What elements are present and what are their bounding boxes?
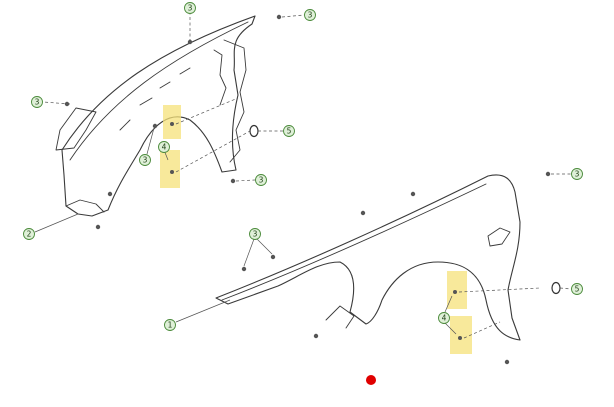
fender-left-assembly xyxy=(55,15,256,217)
bolt-icon xyxy=(95,224,101,230)
bolt-icon xyxy=(152,123,158,129)
callout-3-center: 3 xyxy=(255,174,267,186)
callout-4-upper: 4 xyxy=(158,141,170,153)
fender-left-bracket xyxy=(223,39,247,163)
callout-5-upper: 5 xyxy=(283,125,295,137)
fender-left-front-flange xyxy=(55,107,97,151)
highlight-box xyxy=(450,316,472,354)
fender-right-lower-bracket xyxy=(325,305,355,329)
fender-right-side-marker xyxy=(487,227,511,247)
clip-icon xyxy=(453,290,457,294)
bolt-icon xyxy=(504,359,510,365)
leader-lines xyxy=(42,14,572,339)
callout-label: 3 xyxy=(35,98,40,107)
fender-left-clip-row xyxy=(119,67,191,131)
red-marker-dot xyxy=(366,375,376,385)
callout-label: 3 xyxy=(253,230,258,239)
callout-label: 5 xyxy=(287,127,292,136)
fender-left-body xyxy=(61,15,256,217)
bolt-icon xyxy=(276,14,282,20)
bolt-icon xyxy=(360,210,366,216)
callout-2: 2 xyxy=(23,228,35,240)
callout-label: 3 xyxy=(308,11,313,20)
clip-icon xyxy=(170,122,174,126)
callout-3-top: 3 xyxy=(184,2,196,14)
bolt-icon xyxy=(545,171,551,177)
bolt-icon xyxy=(230,178,236,184)
highlight-boxes xyxy=(160,105,472,354)
highlight-box xyxy=(447,271,467,309)
fender-left-edge-line xyxy=(69,21,249,161)
callout-label: 3 xyxy=(143,156,148,165)
fender-left-lower-edge xyxy=(65,199,105,213)
fender-right-body xyxy=(215,174,521,341)
callout-3-lower: 3 xyxy=(249,228,261,240)
highlight-box xyxy=(160,150,180,188)
callout-label: 3 xyxy=(259,176,264,185)
callout-3-left: 3 xyxy=(31,96,43,108)
bolt-icon xyxy=(241,266,247,272)
callout-label: 3 xyxy=(575,170,580,179)
fender-right-assembly xyxy=(215,174,521,341)
clip-icon xyxy=(170,170,174,174)
grommet-icon xyxy=(551,281,561,295)
callout-3-mid: 3 xyxy=(139,154,151,166)
callout-label: 3 xyxy=(188,4,193,13)
callout-1: 1 xyxy=(164,319,176,331)
bolt-icon xyxy=(270,254,276,260)
bolt-icon xyxy=(410,191,416,197)
callout-label: 2 xyxy=(27,230,32,239)
callout-label: 1 xyxy=(168,321,173,330)
fasteners xyxy=(64,14,551,365)
callout-3-top-right: 3 xyxy=(304,9,316,21)
grommet-icon xyxy=(249,124,259,138)
clip-icon xyxy=(458,336,462,340)
callout-label: 4 xyxy=(442,314,447,323)
callout-5-lower: 5 xyxy=(571,283,583,295)
callout-4-lower: 4 xyxy=(438,312,450,324)
fender-right-edge-line xyxy=(221,183,487,301)
bolt-icon xyxy=(313,333,319,339)
bolt-icon xyxy=(107,191,113,197)
solid-leaders xyxy=(34,127,457,335)
fender-left-bracket-inner xyxy=(213,49,227,106)
callout-label: 5 xyxy=(575,285,580,294)
callout-label: 4 xyxy=(162,143,167,152)
callout-3-right: 3 xyxy=(571,168,583,180)
